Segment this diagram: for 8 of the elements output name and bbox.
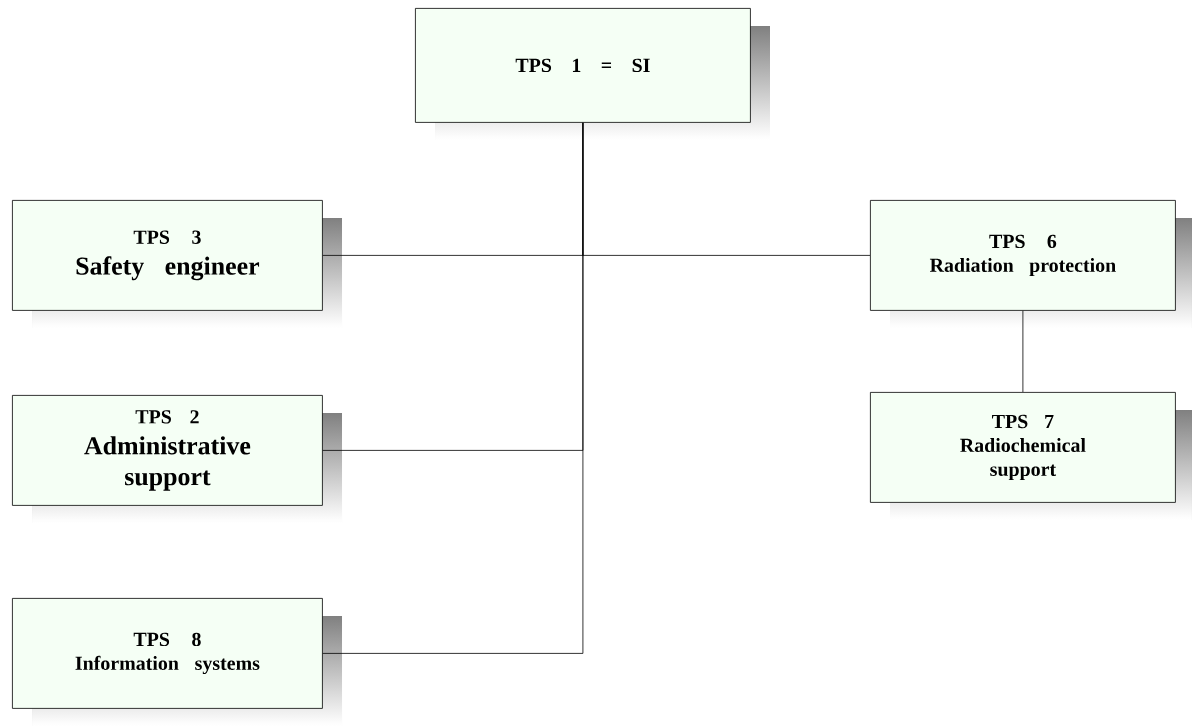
org-box: TPS 2 Administrative support	[12, 395, 342, 523]
org-box: TPS 1 = SI	[415, 8, 770, 140]
org-box: TPS 7 Radiochemical support	[870, 392, 1192, 520]
org-box: TPS 3 Safety engineer	[12, 200, 342, 328]
connector-line	[1022, 310, 1024, 393]
connector-line	[322, 122, 584, 654]
org-box: TPS 6 Radiation protection	[870, 200, 1192, 328]
org-box: TPS 8 Information systems	[12, 598, 342, 726]
